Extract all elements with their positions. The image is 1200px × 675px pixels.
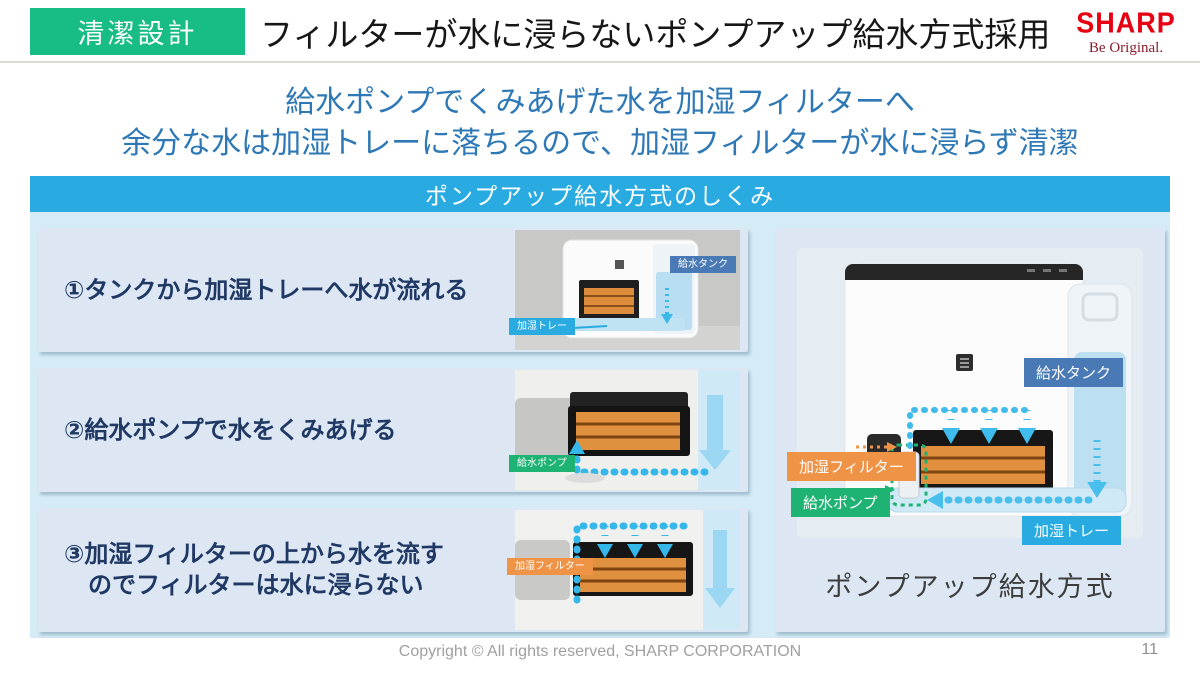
step-2-row: ②給水ポンプで水をくみあげる 給水ポンプ <box>38 368 748 492</box>
step-3-row: ③加湿フィルターの上から水を流す のでフィルターは水に浸らない <box>38 508 748 632</box>
sharp-logo-text: SHARP <box>1076 7 1176 39</box>
step-2-image: 給水ポンプ <box>509 370 740 490</box>
step-2-text: ②給水ポンプで水をくみあげる <box>64 416 397 444</box>
step-3-line-1: ③加湿フィルターの上から水を流す <box>64 541 444 568</box>
pump-up-diagram-panel: 給水タンク 加湿フィルター 給水ポンプ 加湿トレー ポンプアップ給水方式 <box>775 228 1165 632</box>
mechanism-panel: ポンプアップ給水方式のしくみ ①タンクから加湿トレーへ水が流れる <box>30 176 1170 638</box>
tray-label-badge: 加湿トレー <box>509 318 575 335</box>
step-1-row: ①タンクから加湿トレーへ水が流れる 給水タンク 加湿トレー <box>38 228 748 352</box>
panel-title: ポンプアップ給水方式のしくみ <box>30 176 1170 212</box>
page-title: フィルターが水に浸らないポンプアップ給水方式採用 <box>260 16 1051 53</box>
step-3-line-2: のでフィルターは水に浸らない <box>88 572 424 599</box>
diagram-filter-badge: 加湿フィルター <box>787 452 916 481</box>
step-1-image: 給水タンク 加湿トレー <box>509 230 740 350</box>
pump-label-badge: 給水ポンプ <box>509 455 575 472</box>
clean-design-badge: 清潔設計 <box>30 8 245 55</box>
filter-label-badge: 加湿フィルター <box>507 558 593 575</box>
sharp-tagline: Be Original. <box>1088 40 1164 56</box>
lead-line-2: 余分な水は加湿トレーに落ちるので、加湿フィルターが水に浸らず清潔 <box>121 127 1079 160</box>
lead-line-1: 給水ポンプでくみあげた水を加湿フィルターへ <box>285 86 915 119</box>
copyright-text: Copyright © All rights reserved, SHARP C… <box>398 643 802 660</box>
diagram-tray-badge: 加湿トレー <box>1021 516 1121 545</box>
step-2-pump-illustration <box>515 370 740 490</box>
step-3-image: 加湿フィルター <box>507 510 740 630</box>
step-3-text: ③加湿フィルターの上から水を流す のでフィルターは水に浸らない <box>38 539 444 601</box>
slide-header: 清潔設計 フィルターが水に浸らないポンプアップ給水方式採用 SHARP Be O… <box>0 0 1200 63</box>
tank-label-badge: 給水タンク <box>670 256 736 273</box>
lead-text: 給水ポンプでくみあげた水を加湿フィルターへ 余分な水は加湿トレーに落ちるので、加… <box>0 82 1200 164</box>
diagram-tank-badge: 給水タンク <box>1023 358 1123 387</box>
diagram-caption: ポンプアップ給水方式 <box>825 572 1115 602</box>
step-1-cutaway-illustration <box>515 230 740 350</box>
sharp-logo: SHARP Be Original. <box>1066 7 1186 57</box>
step-1-text: ①タンクから加湿トレーへ水が流れる <box>64 276 469 304</box>
page-number: 11 <box>1141 641 1158 658</box>
diagram-pump-badge: 給水ポンプ <box>791 488 890 517</box>
